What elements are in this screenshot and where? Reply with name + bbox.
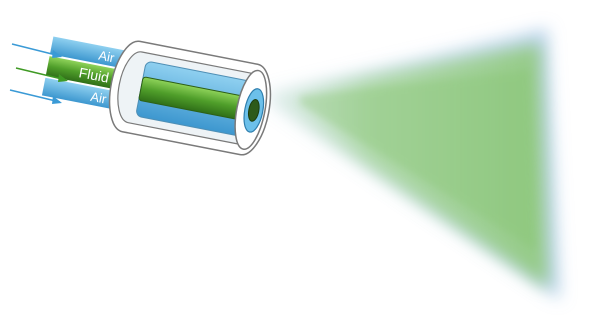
nozzle	[108, 40, 272, 156]
arrow-right-icon	[11, 43, 62, 58]
spray-cone	[268, 28, 560, 300]
arrow-right-icon	[15, 67, 68, 82]
nozzle-fluid-orifice	[247, 99, 260, 122]
air-bottom-label: Air	[89, 89, 108, 107]
fluid-label: Fluid	[78, 64, 111, 85]
arrow-right-icon	[9, 89, 62, 104]
spray-mist-center	[300, 70, 536, 250]
inlet-arrows	[9, 43, 68, 104]
air-top-label: Air	[97, 48, 116, 66]
